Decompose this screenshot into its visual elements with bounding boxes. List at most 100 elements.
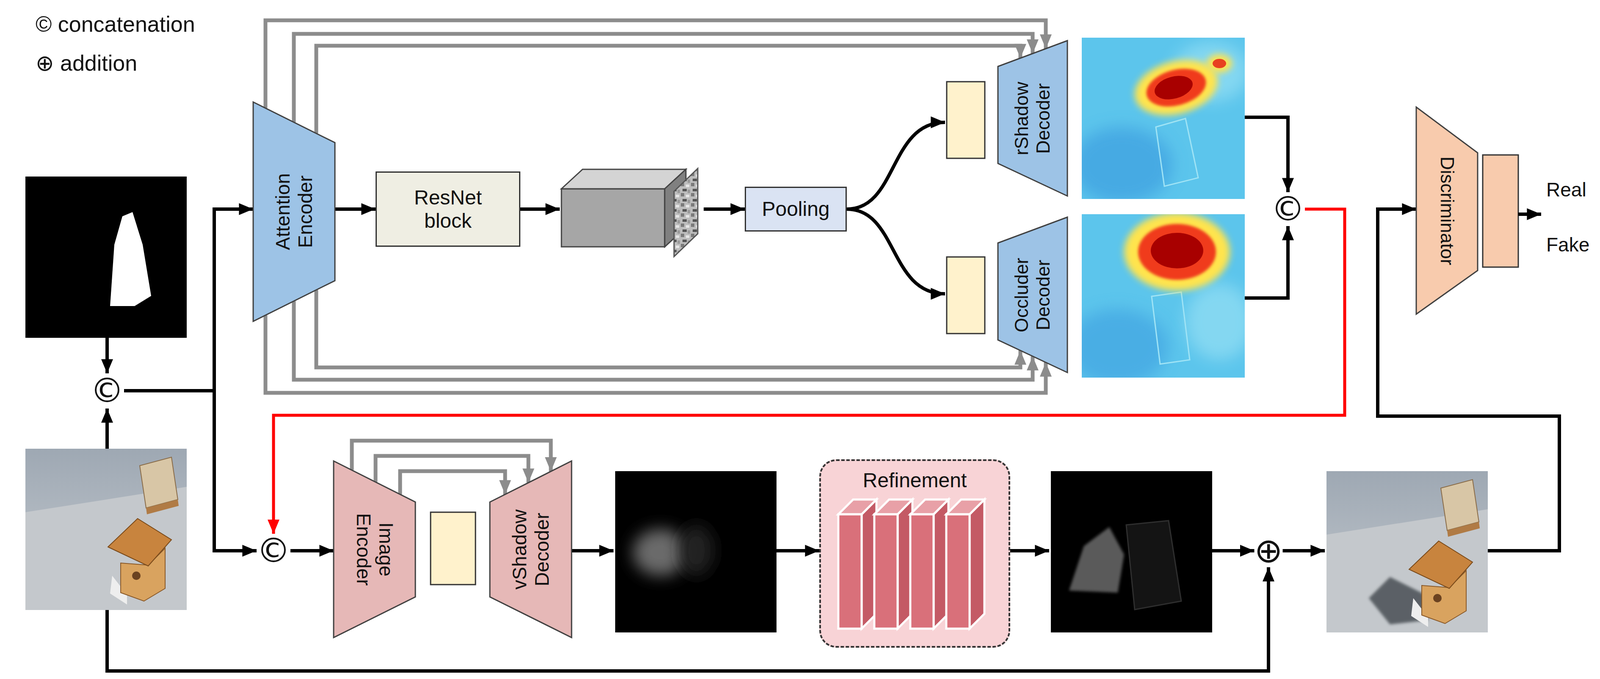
concat-symbol: ©: [256, 533, 291, 568]
refined-shadow-map: [1050, 471, 1213, 633]
trapezoid-outline: [997, 217, 1068, 373]
layer-face: [910, 514, 934, 629]
connector-line: [520, 207, 560, 211]
layer-face: [874, 514, 898, 629]
trapezoid-outline: [489, 461, 572, 638]
shadow-map: [615, 471, 777, 633]
heat-blob: [1138, 223, 1216, 280]
feature-slice: [674, 168, 698, 257]
node-label: Refinement: [820, 468, 1009, 492]
connector-line: [316, 290, 1021, 368]
layer-face: [946, 499, 985, 515]
connector: [265, 20, 1046, 134]
connector: [124, 209, 254, 391]
wire: [105, 408, 109, 449]
wire: [1518, 212, 1542, 216]
shadow-ground: [1050, 471, 1213, 633]
connector-line: [1244, 226, 1288, 299]
trapezoid-outline: [333, 461, 416, 638]
add-symbol: ⊕: [1254, 533, 1283, 568]
connector: [1010, 550, 1255, 552]
trapezoid-outline: [253, 102, 335, 322]
scene-ground: [25, 448, 187, 611]
connector: [290, 550, 334, 552]
shadow-shape: [1069, 527, 1125, 593]
conv-layer: [910, 499, 949, 629]
connector: [265, 290, 1046, 393]
heat-blob: [1150, 232, 1204, 269]
heat-blob: [1124, 214, 1230, 291]
legend-text: © concatenation: [35, 11, 196, 38]
connector-line: [1282, 549, 1325, 553]
bottleneck-box: [946, 256, 985, 334]
process-box: ResNet block: [375, 171, 521, 247]
scene-ground: [1326, 471, 1488, 633]
feature-cube: [561, 168, 698, 257]
scene-objects: [107, 457, 179, 605]
scene-objects: [1409, 479, 1480, 628]
operator-symbol: ©: [90, 373, 125, 408]
output-label: Real: [1546, 178, 1587, 202]
heat-patch: [1081, 309, 1169, 378]
connector: [1244, 117, 1288, 193]
bottleneck-box: [430, 512, 476, 585]
object-outline: [1155, 118, 1199, 187]
object-outline: [1151, 292, 1190, 365]
connector-line: [334, 207, 376, 211]
operator-symbol: ©: [256, 533, 291, 568]
connector: [846, 209, 946, 294]
input-image: [25, 448, 187, 611]
connector-line: [776, 549, 820, 553]
connector: [571, 550, 820, 552]
operator-symbol: ©: [1271, 192, 1305, 227]
connector-line: [703, 207, 745, 211]
encoder-block: Attention Encoder: [253, 102, 335, 322]
shadow-ground: [615, 471, 777, 633]
trapezoid-outline: [1416, 107, 1478, 315]
layer-face: [874, 499, 913, 515]
connector-line: [316, 45, 1021, 134]
connector-line: [124, 209, 254, 391]
trapezoid-outline: [997, 40, 1068, 197]
conv-layer: [838, 499, 877, 629]
conv-layer: [874, 499, 913, 629]
connector: [273, 209, 1345, 534]
concat-symbol: ©: [1271, 192, 1305, 227]
wire: [105, 337, 109, 374]
connector: [334, 209, 376, 210]
layer-face: [946, 514, 970, 629]
connector-line: [273, 209, 1345, 534]
connector-line: [290, 549, 334, 553]
heat-patch: [1185, 283, 1245, 360]
node-label: Pooling: [761, 197, 830, 221]
layer-face: [969, 499, 985, 629]
node-label: ResNet block: [405, 185, 491, 233]
legend-item: © concatenation: [35, 11, 196, 38]
composite-image: [1326, 471, 1488, 633]
heat-blob: [1206, 54, 1233, 73]
connector: [846, 122, 946, 210]
connector-line: [846, 122, 946, 210]
node-label: Attention Encoder: [271, 156, 317, 267]
layer-face: [838, 514, 862, 629]
connector-line: [400, 471, 506, 495]
connector-line: [124, 390, 257, 551]
layer-face: [838, 499, 877, 515]
refinement-module: Refinement: [819, 459, 1011, 648]
conv-layer: [946, 499, 985, 629]
object-outline: [1126, 520, 1182, 610]
bottleneck-box: [946, 81, 985, 159]
heat-blob: [1212, 58, 1227, 69]
layer-face: [910, 499, 949, 515]
pooling-box: Pooling: [744, 186, 847, 232]
node-label: vShadow Decoder: [508, 500, 554, 599]
encoder-block: Image Encoder: [333, 461, 416, 638]
mask-image: [25, 176, 187, 338]
heat-blob: [1142, 62, 1211, 113]
node-label: Image Encoder: [352, 500, 398, 599]
node-label: Occluder Decoder: [1011, 250, 1054, 340]
legend-item: ⊕ addition: [35, 50, 138, 77]
shadow-blob: [679, 525, 714, 576]
